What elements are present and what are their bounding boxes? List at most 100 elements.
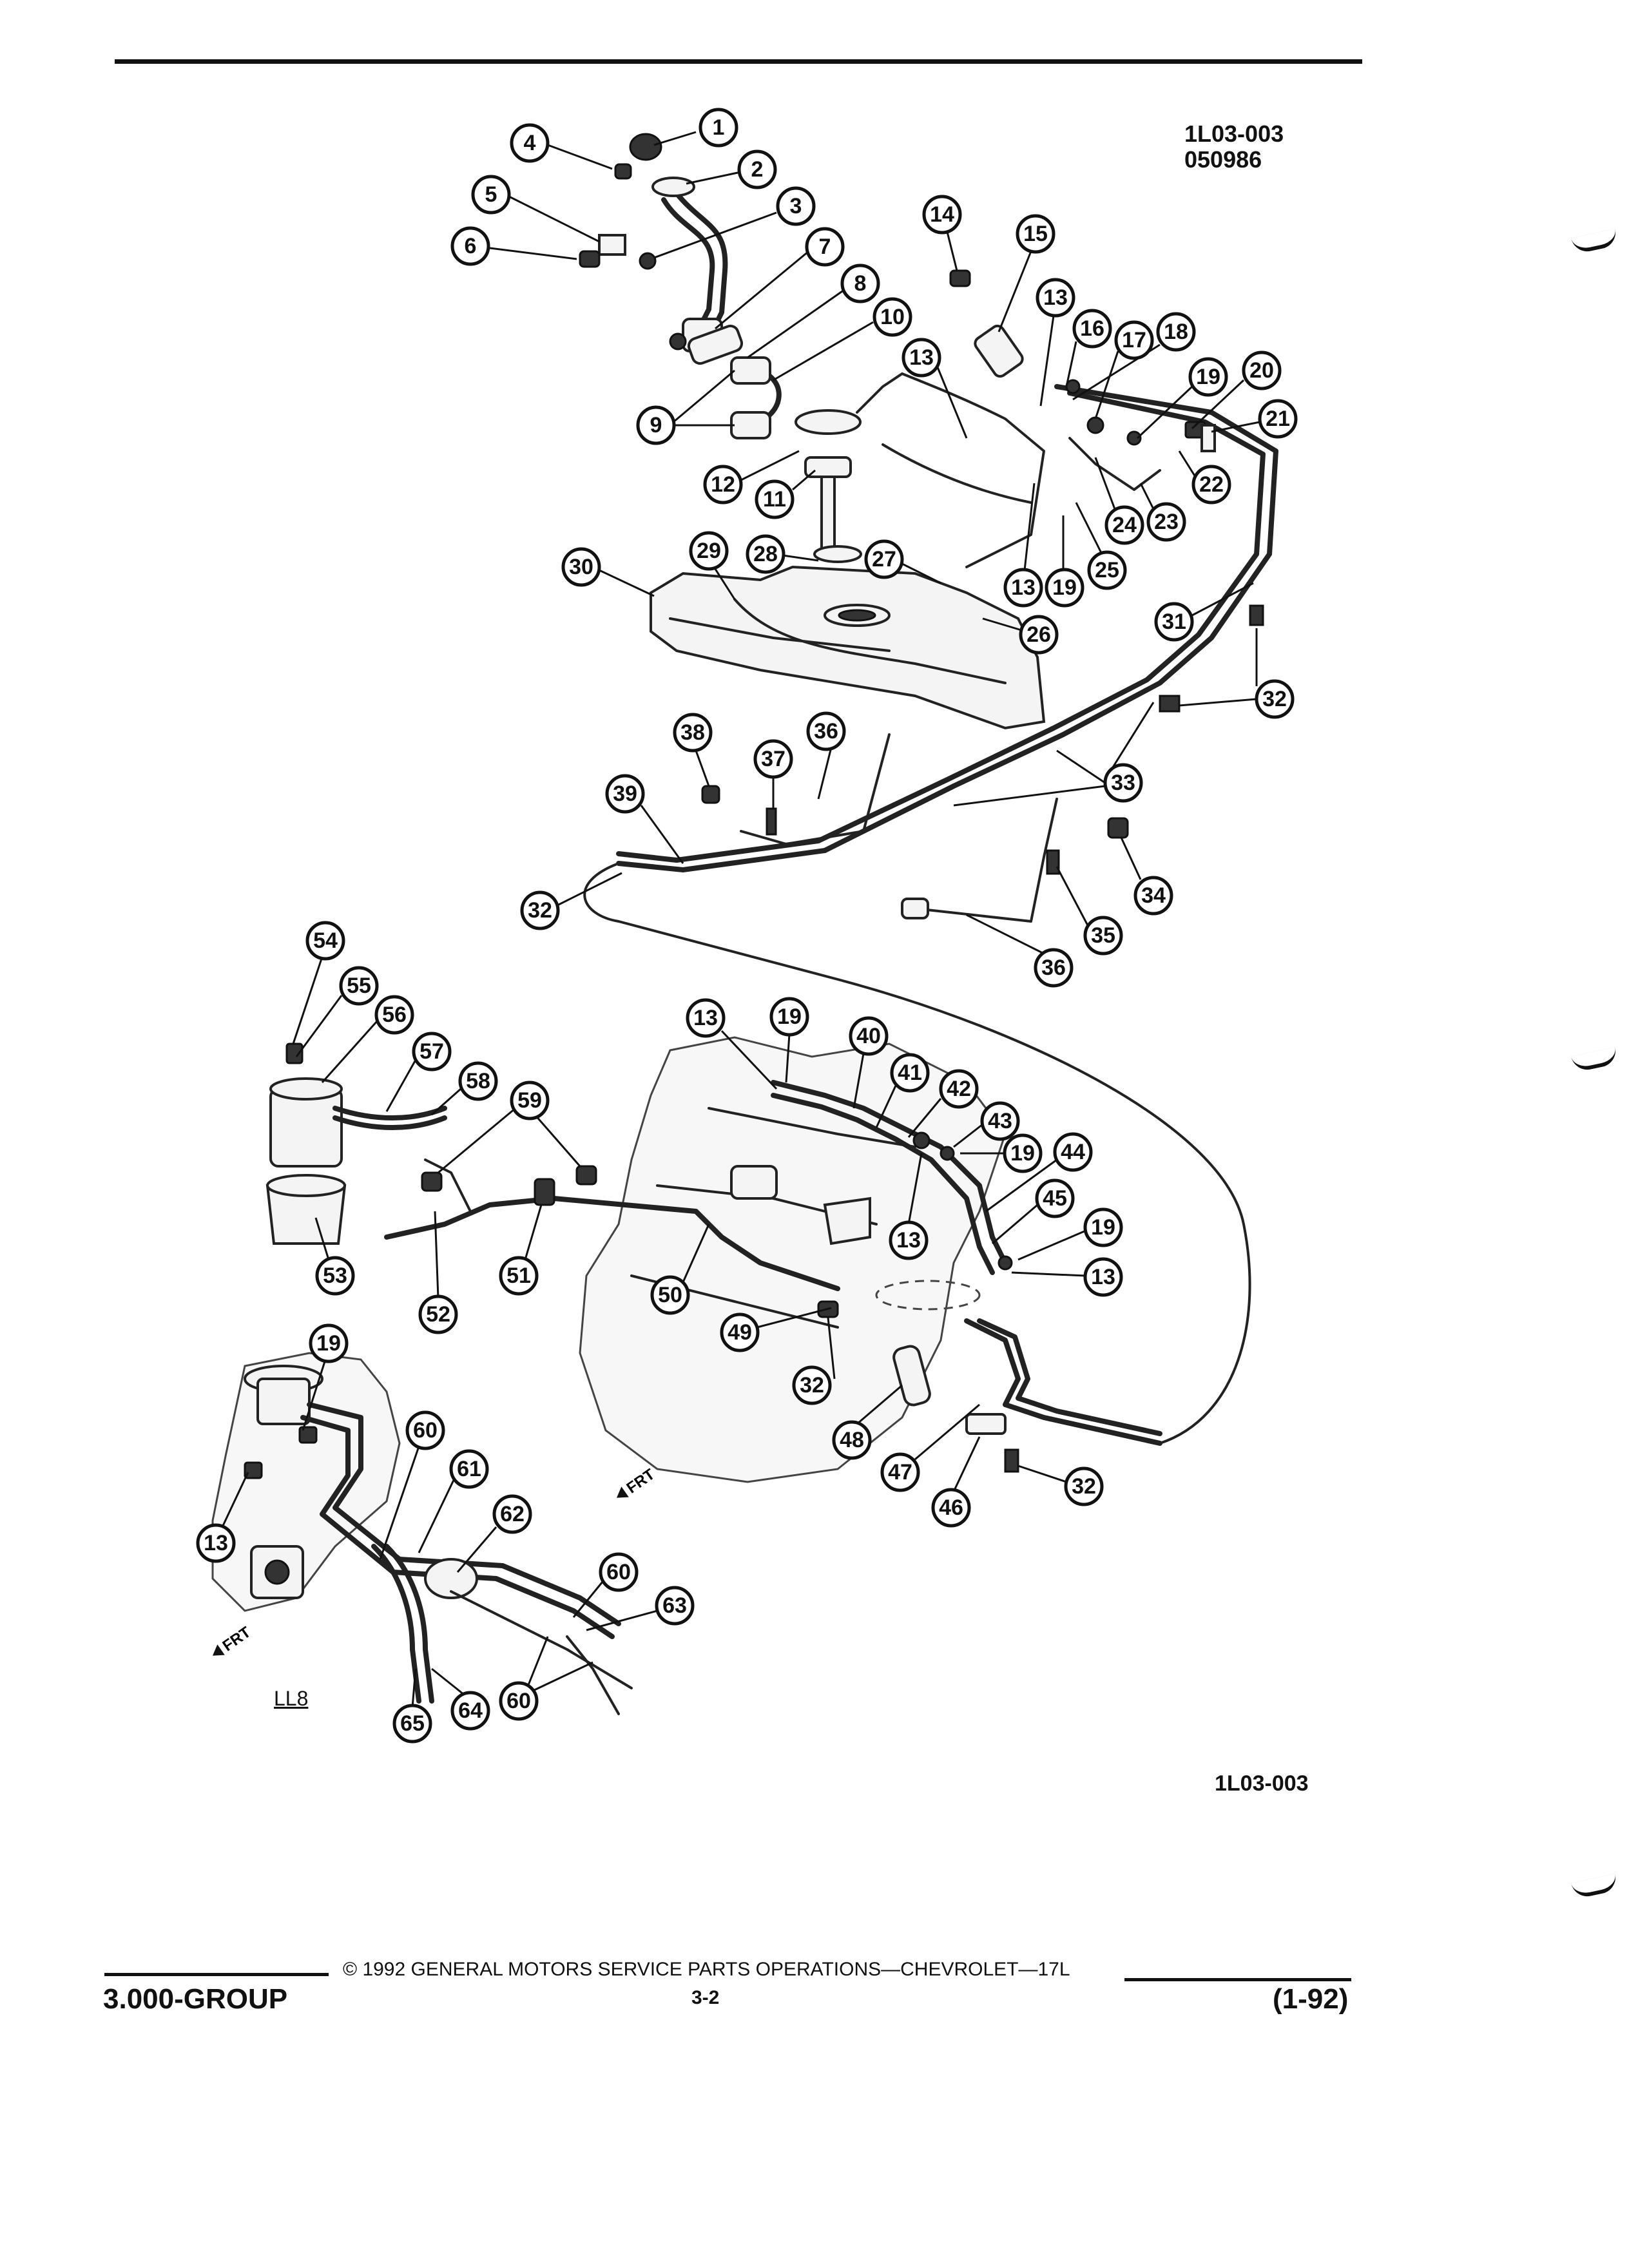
front-arrow-icon: FRT xyxy=(212,1623,255,1656)
callout-63-label: 63 xyxy=(662,1593,687,1618)
callout-33: 33 xyxy=(953,702,1155,807)
tank-straps xyxy=(701,733,1129,923)
callout-9: 9 xyxy=(636,369,735,445)
rear-fuel-lines xyxy=(616,372,1278,872)
callout-13c: 13 xyxy=(1003,483,1043,608)
callout-22-label: 22 xyxy=(1199,472,1224,497)
callout-13f: 13 xyxy=(889,1153,929,1260)
callout-61: 61 xyxy=(418,1449,489,1553)
footer-copyright: © 1992 GENERAL MOTORS SERVICE PARTS OPER… xyxy=(343,1959,1070,1980)
callout-6-label: 6 xyxy=(465,234,477,258)
callout-4-label: 4 xyxy=(524,131,536,155)
long-line-to-engine xyxy=(583,862,1251,1445)
callout-17: 17 xyxy=(1094,320,1154,419)
callout-27: 27 xyxy=(864,539,941,584)
callout-65-label: 65 xyxy=(400,1711,425,1736)
callout-35: 35 xyxy=(1055,866,1123,956)
callout-31-label: 31 xyxy=(1162,610,1186,634)
callout-10: 10 xyxy=(773,297,912,381)
callout-43: 43 xyxy=(953,1101,1020,1148)
callout-18: 18 xyxy=(1072,312,1196,401)
callout-39: 39 xyxy=(605,774,684,864)
front-arrow-icon: FRT xyxy=(616,1465,659,1498)
callout-14: 14 xyxy=(922,195,962,271)
callout-59-label: 59 xyxy=(517,1088,542,1113)
callout-19e-label: 19 xyxy=(1091,1215,1115,1240)
callout-19f: 19 xyxy=(302,1323,349,1431)
callout-48-label: 48 xyxy=(840,1428,864,1452)
callout-45: 45 xyxy=(992,1178,1075,1245)
callout-62: 62 xyxy=(456,1494,532,1573)
figure-number: 050986 xyxy=(1184,146,1262,173)
engine-outline xyxy=(579,1036,1007,1483)
callout-32c-label: 32 xyxy=(800,1373,824,1398)
callout-9-label: 9 xyxy=(650,413,662,437)
callout-19c-label: 19 xyxy=(777,1004,802,1029)
callout-38: 38 xyxy=(673,713,713,787)
callout-19d: 19 xyxy=(960,1133,1043,1173)
callout-24-label: 24 xyxy=(1112,513,1137,537)
callout-55-label: 55 xyxy=(347,974,371,998)
callout-17-label: 17 xyxy=(1122,328,1146,352)
front-label-middle: FRT xyxy=(624,1465,659,1497)
callout-16: 16 xyxy=(1065,309,1112,387)
callout-7: 7 xyxy=(715,227,845,330)
callout-3: 3 xyxy=(653,186,816,259)
callout-36a: 36 xyxy=(966,914,1074,988)
callout-53-label: 53 xyxy=(323,1264,347,1288)
callout-34: 34 xyxy=(1120,837,1173,916)
callout-50-label: 50 xyxy=(658,1283,682,1307)
callout-11-label: 11 xyxy=(763,487,786,512)
callout-51: 51 xyxy=(499,1204,543,1296)
callout-14-label: 14 xyxy=(930,202,954,227)
callout-23-label: 23 xyxy=(1154,510,1179,534)
sending-unit xyxy=(795,372,903,563)
callout-5: 5 xyxy=(471,175,600,243)
callout-64-label: 64 xyxy=(458,1698,483,1723)
callout-32a-label: 32 xyxy=(1262,687,1287,711)
callout-45-label: 45 xyxy=(1043,1186,1067,1211)
callout-44: 44 xyxy=(985,1132,1093,1213)
callout-31: 31 xyxy=(1154,582,1254,642)
callout-37-label: 37 xyxy=(761,747,786,771)
callout-10-label: 10 xyxy=(880,305,905,329)
callout-19a-label: 19 xyxy=(1196,365,1220,389)
callout-60c: 60 xyxy=(499,1636,593,1721)
callout-33-label: 33 xyxy=(1111,771,1135,795)
fuel-filter xyxy=(265,1043,447,1245)
callout-49: 49 xyxy=(720,1307,832,1352)
callout-24: 24 xyxy=(1094,457,1144,545)
callout-32d: 32 xyxy=(1017,1465,1104,1506)
callout-60a: 60 xyxy=(379,1410,445,1560)
callout-47-label: 47 xyxy=(888,1460,912,1485)
callout-48: 48 xyxy=(832,1384,903,1460)
callout-55: 55 xyxy=(295,966,379,1057)
top-rule xyxy=(115,59,1362,64)
callout-51-label: 51 xyxy=(506,1264,531,1288)
callout-11: 11 xyxy=(755,469,816,519)
callout-46-label: 46 xyxy=(939,1495,963,1520)
callout-12: 12 xyxy=(703,450,800,505)
callout-60a-label: 60 xyxy=(413,1418,438,1443)
callout-28-label: 28 xyxy=(753,542,778,566)
callout-32b: 32 xyxy=(520,872,622,930)
callout-60b: 60 xyxy=(572,1552,639,1618)
callout-57-label: 57 xyxy=(419,1039,444,1064)
callout-13c-label: 13 xyxy=(1011,575,1036,600)
callout-1-label: 1 xyxy=(713,115,725,140)
callout-46: 46 xyxy=(931,1436,981,1528)
callout-64: 64 xyxy=(431,1667,490,1731)
callout-56: 56 xyxy=(321,995,414,1084)
callout-42-label: 42 xyxy=(947,1077,971,1101)
callout-38-label: 38 xyxy=(680,720,705,745)
callout-30: 30 xyxy=(561,547,655,597)
callout-22: 22 xyxy=(1178,450,1231,505)
callout-6: 6 xyxy=(450,226,577,266)
callout-13g-label: 13 xyxy=(204,1531,228,1555)
callout-37: 37 xyxy=(753,739,793,809)
engine-fuel-lines xyxy=(384,1080,1162,1473)
bottom-figure-code: 1L03-003 xyxy=(1215,1771,1309,1796)
callout-19f-label: 19 xyxy=(316,1331,341,1356)
